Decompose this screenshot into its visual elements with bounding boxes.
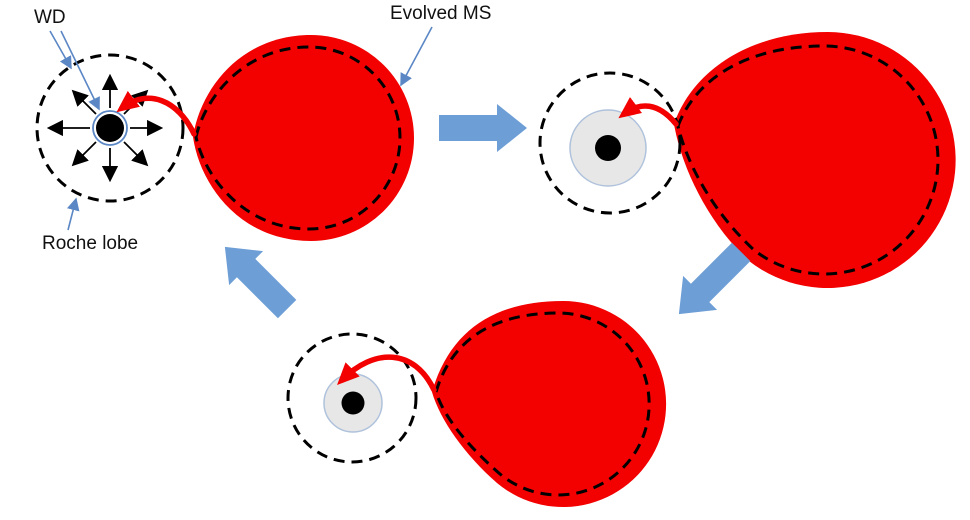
cycle-arrow-up-left xyxy=(224,246,297,319)
white-dwarf-dot xyxy=(96,114,124,142)
roche-lobe-pointer-arrow xyxy=(67,197,80,231)
evolved-ms-star-shape xyxy=(674,32,956,288)
white-dwarf-dot xyxy=(341,391,365,415)
roche-lobe-label: Roche lobe xyxy=(42,233,138,254)
annotations: WD Evolved MS Roche lobe xyxy=(34,3,491,254)
stage-nova-eruption xyxy=(35,35,414,241)
ejecta-arrow-sw xyxy=(71,141,97,167)
evolved-ms-star-shape xyxy=(432,300,667,507)
stage-accretion-small xyxy=(286,300,667,507)
roche-lobe-primary-circle xyxy=(538,71,682,215)
mass-transfer-stream xyxy=(618,97,679,127)
white-dwarf-dot xyxy=(595,135,621,161)
cycle-arrows xyxy=(224,104,751,319)
wd-pointer-arrow-1 xyxy=(49,30,72,70)
ejecta-arrow-se xyxy=(123,141,149,167)
roche-lobe-primary-circle xyxy=(35,53,185,203)
roche-lobe-secondary-outline xyxy=(194,45,402,231)
evolved-ms-label: Evolved MS xyxy=(390,3,491,24)
evolved-ms-star-shape xyxy=(193,35,414,241)
stage-accretion-large xyxy=(538,32,956,288)
roche-lobe-secondary-outline xyxy=(676,44,940,276)
roche-lobe-primary-circle xyxy=(286,332,418,464)
wd-label: WD xyxy=(34,7,66,28)
cycle-arrow-right xyxy=(439,104,527,152)
evolved-ms-pointer-arrow xyxy=(400,26,433,87)
cycle-arrow-down-left xyxy=(678,242,751,315)
roche-lobe-secondary-outline xyxy=(434,311,651,497)
wd-pointer-arrow-2 xyxy=(60,30,100,111)
wd-envelope-ring xyxy=(92,110,128,146)
mass-transfer-stream xyxy=(337,354,437,393)
mass-transfer-stream xyxy=(116,90,197,137)
